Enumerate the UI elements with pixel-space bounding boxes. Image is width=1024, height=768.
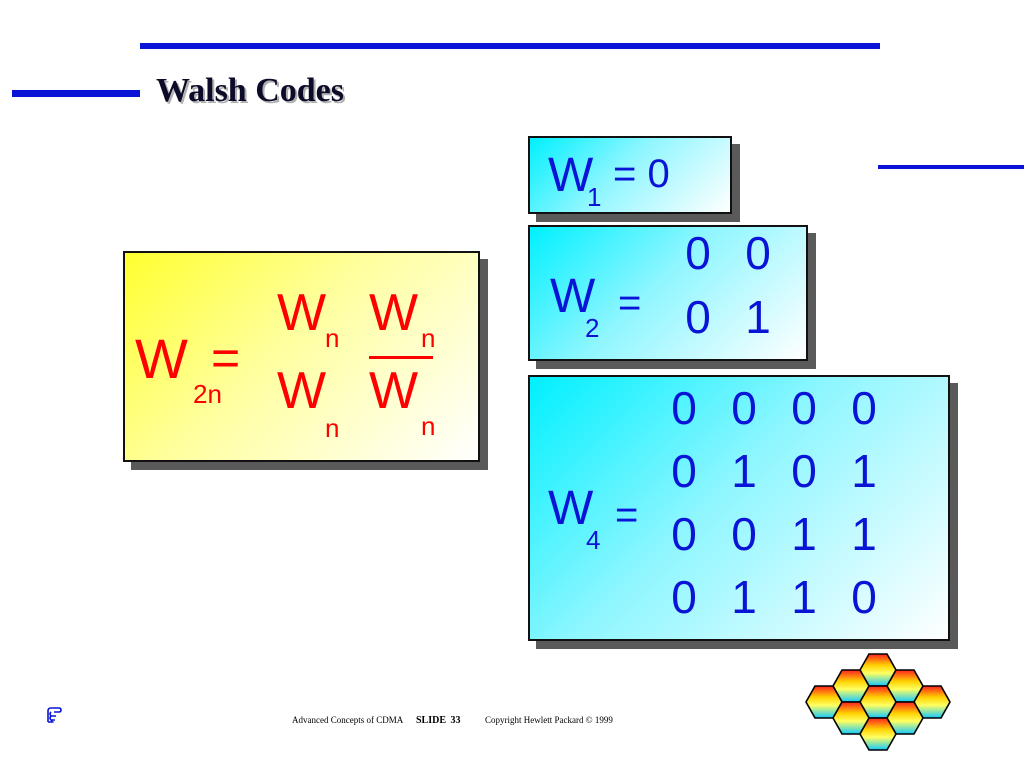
w4-cell-3-2: 1 — [791, 571, 817, 623]
w2-matrix: 0 0 0 1 — [668, 230, 788, 340]
w2-box: W 2 = 0 0 0 1 — [528, 225, 808, 361]
formula-base: W — [135, 327, 188, 390]
left-rule — [12, 90, 140, 97]
w4-cell-3-0: 0 — [671, 571, 697, 623]
w4-cell-3-3: 0 — [851, 571, 877, 623]
w2-equals: = — [618, 281, 642, 325]
w4-cell-2-0: 0 — [671, 508, 697, 560]
footer-copyright: Copyright Hewlett Packard © 1999 — [485, 715, 613, 725]
formula-cell-bottom-right-sub: n — [421, 411, 436, 441]
w4-cell-2-3: 1 — [851, 508, 877, 560]
w4-cell-1-1: 1 — [731, 445, 757, 497]
formula-box: W 2n = W n W n W n W n — [123, 251, 480, 462]
formula-cell-top-left: W — [277, 284, 327, 342]
formula-cell-bottom-left-sub: n — [325, 413, 340, 443]
w4-cell-0-0: 0 — [671, 382, 697, 434]
formula-cell-bottom-left: W — [277, 362, 327, 420]
right-rule — [878, 165, 1024, 169]
pointing-hand-icon — [47, 707, 62, 723]
w2-cell-0-1: 0 — [745, 227, 771, 279]
footer-slide-number: 33 — [450, 715, 461, 726]
w2-subscript: 2 — [585, 313, 600, 343]
formula-cell-bottom-right: W — [369, 362, 419, 420]
w4-cell-0-3: 0 — [851, 382, 877, 434]
w4-cell-2-2: 1 — [791, 508, 817, 560]
w4-cell-0-1: 0 — [731, 382, 757, 434]
w4-equals: = — [615, 493, 639, 537]
w1-base: W — [548, 149, 594, 202]
formula-cell-top-left-sub: n — [325, 323, 340, 353]
w2-cell-0-0: 0 — [685, 227, 711, 279]
w4-cell-2-1: 0 — [731, 508, 757, 560]
w4-box: W 4 = 0 0 0 0 0 1 0 1 0 0 1 1 0 1 1 0 — [528, 375, 950, 641]
w1-box: W 1 = 0 — [528, 136, 732, 214]
formula-cell-top-right: W — [369, 284, 419, 342]
footer-course: Advanced Concepts of CDMA — [292, 715, 404, 725]
formula-subscript: 2n — [193, 379, 222, 409]
w4-matrix: 0 0 0 0 0 1 0 1 0 0 1 1 0 1 1 0 — [654, 385, 894, 620]
footer-slide: SLIDE 33 — [416, 715, 461, 726]
formula-cell-top-right-sub: n — [421, 323, 436, 353]
w2-cell-1-1: 1 — [745, 291, 771, 343]
w4-cell-3-1: 1 — [731, 571, 757, 623]
w4-cell-1-2: 0 — [791, 445, 817, 497]
honeycomb-logo — [805, 653, 951, 751]
w1-subscript: 1 — [587, 182, 602, 212]
w4-cell-1-3: 1 — [851, 445, 877, 497]
complement-overbar — [369, 356, 433, 359]
slide-title: Walsh Codes — [156, 72, 344, 109]
footer-slide-label: SLIDE — [416, 715, 447, 726]
w2-cell-1-0: 0 — [685, 291, 711, 343]
w4-cell-1-0: 0 — [671, 445, 697, 497]
w2-base: W — [550, 270, 596, 323]
w4-cell-0-2: 0 — [791, 382, 817, 434]
formula-equals: = — [211, 330, 241, 386]
top-rule — [140, 43, 880, 49]
w4-subscript: 4 — [586, 525, 601, 555]
w1-value: = 0 — [613, 152, 670, 196]
w4-base: W — [548, 482, 594, 535]
